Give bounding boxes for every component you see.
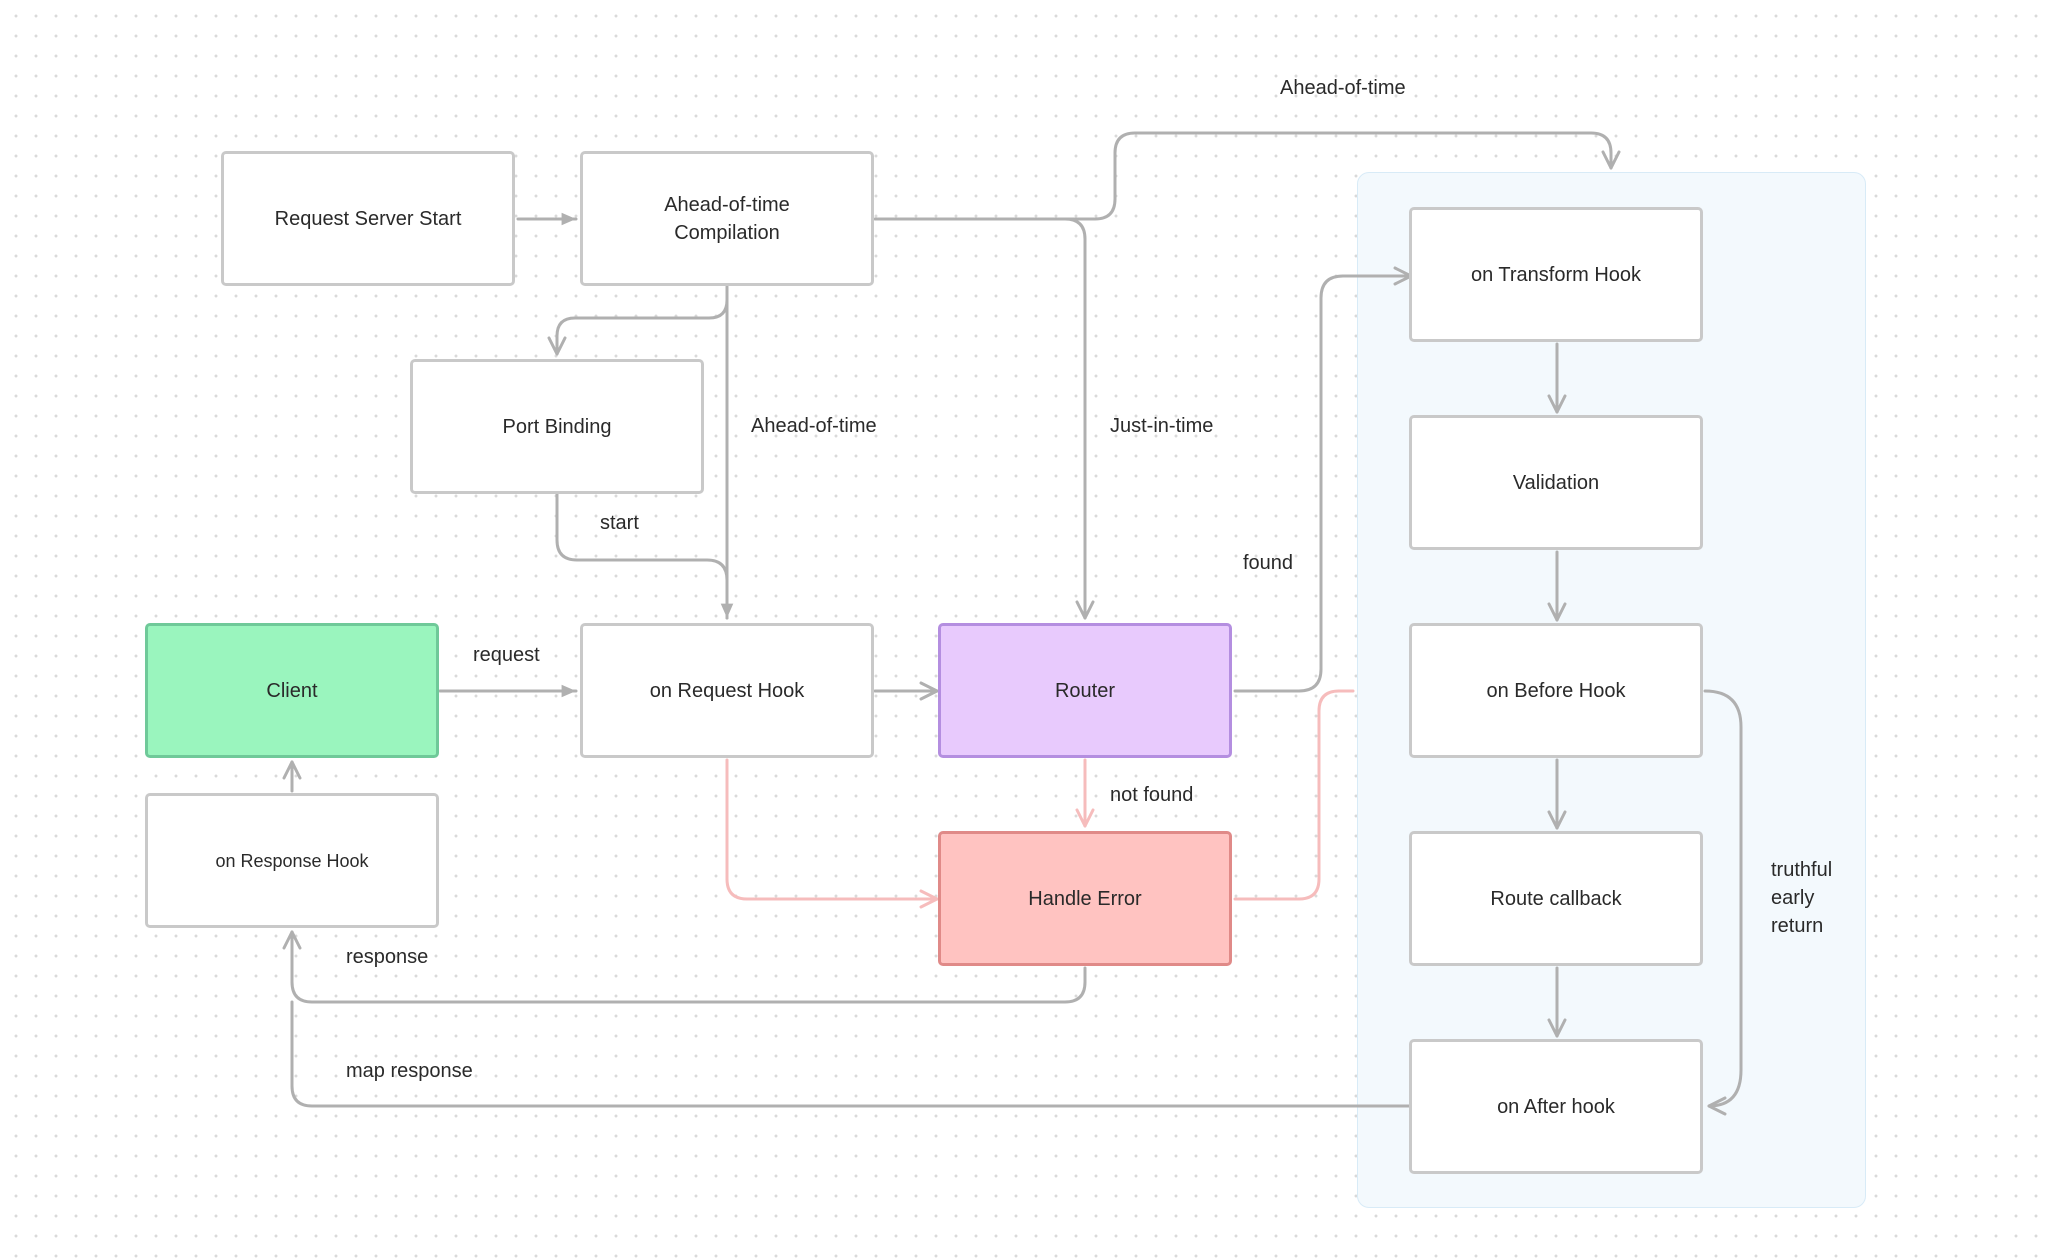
edge-label-ahead-of-time-mid: Ahead-of-time xyxy=(751,415,877,437)
node-aot-compilation[interactable]: Ahead-of-time Compilation xyxy=(580,151,874,286)
node-on-response-hook-label: on Response Hook xyxy=(215,850,369,871)
edge-label-found: found xyxy=(1243,552,1294,574)
node-port-binding-label: Port Binding xyxy=(502,415,612,438)
node-route-callback-label: Route callback xyxy=(1490,887,1622,910)
node-handle-error-label: Handle Error xyxy=(1028,887,1142,910)
edge-label-truthful-early-return: truthful early return xyxy=(1771,859,1833,937)
edge-request-hook-to-error xyxy=(725,758,939,909)
edge-error-to-response-hook xyxy=(282,930,1087,1004)
node-request-server-start-label: Request Server Start xyxy=(274,207,462,230)
node-client-label: Client xyxy=(266,679,318,702)
node-handle-error[interactable]: Handle Error xyxy=(938,831,1232,966)
node-validation-label: Validation xyxy=(1512,471,1600,494)
node-router[interactable]: Router xyxy=(938,623,1232,758)
edge-aot-to-router xyxy=(873,217,1095,620)
edge-label-response: response xyxy=(346,946,429,968)
node-aot-compilation-label: Ahead-of-time Compilation xyxy=(664,193,790,244)
node-on-transform-hook[interactable]: on Transform Hook xyxy=(1409,207,1703,342)
edge-lifecycle-to-error xyxy=(1233,689,1355,901)
node-request-server-start[interactable]: Request Server Start xyxy=(221,151,515,286)
edge-router-to-transform xyxy=(1233,266,1413,693)
node-port-binding[interactable]: Port Binding xyxy=(410,359,704,494)
node-on-request-hook-label: on Request Hook xyxy=(649,679,805,702)
edge-label-map-response: map response xyxy=(346,1060,473,1082)
node-on-before-hook-label: on Before Hook xyxy=(1486,679,1626,702)
edge-after-to-response-hook xyxy=(290,1000,1411,1108)
node-on-transform-hook-label: on Transform Hook xyxy=(1470,263,1642,286)
node-on-response-hook[interactable]: on Response Hook xyxy=(145,793,439,928)
node-validation[interactable]: Validation xyxy=(1409,415,1703,550)
node-on-after-hook[interactable]: on After hook xyxy=(1409,1039,1703,1174)
edge-aot-to-port-binding xyxy=(547,285,729,356)
edge-label-ahead-of-time-top: Ahead-of-time xyxy=(1280,77,1406,99)
edge-label-not-found: not found xyxy=(1110,784,1194,806)
node-on-after-hook-label: on After hook xyxy=(1497,1095,1615,1118)
edge-label-request: request xyxy=(473,644,540,666)
edge-port-binding-to-request-hook xyxy=(555,492,729,620)
node-on-before-hook[interactable]: on Before Hook xyxy=(1409,623,1703,758)
edge-aot-to-lifecycle xyxy=(1063,131,1621,221)
node-client[interactable]: Client xyxy=(145,623,439,758)
node-on-request-hook[interactable]: on Request Hook xyxy=(580,623,874,758)
edge-label-start: start xyxy=(600,512,639,534)
node-router-label: Router xyxy=(1054,679,1116,702)
edge-before-to-after-early-return xyxy=(1703,689,1743,1116)
node-route-callback[interactable]: Route callback xyxy=(1409,831,1703,966)
edge-label-just-in-time: Just-in-time xyxy=(1110,415,1214,437)
